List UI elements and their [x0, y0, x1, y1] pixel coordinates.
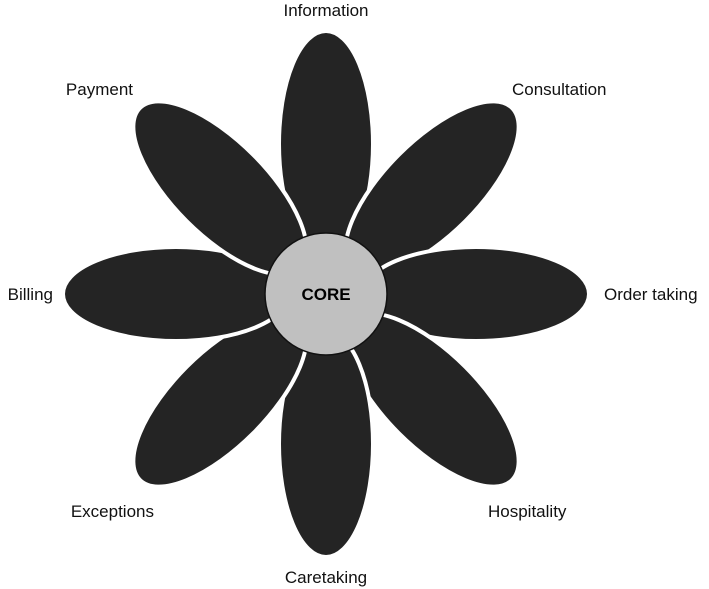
core-circle: [264, 232, 388, 356]
petal-label-billing: Billing: [8, 285, 53, 304]
petal-label-information: Information: [283, 1, 368, 20]
petal-label-exceptions: Exceptions: [71, 502, 154, 521]
petal-label-payment: Payment: [66, 80, 133, 99]
petal-label-order-taking: Order taking: [604, 285, 698, 304]
petal-label-consultation: Consultation: [512, 80, 607, 99]
petal-label-hospitality: Hospitality: [488, 502, 567, 521]
core-label: CORE: [301, 285, 350, 304]
petal-label-caretaking: Caretaking: [285, 568, 367, 587]
